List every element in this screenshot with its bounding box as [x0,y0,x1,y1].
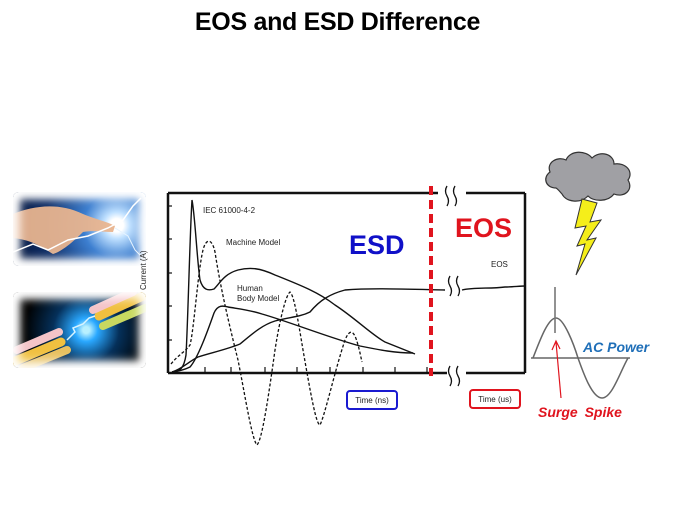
hbm-label-line2: Body Model [237,294,280,303]
hbm-label-line1: Human [237,284,263,293]
finger-spark-photo [13,192,146,266]
time-us-label: Time (us) [469,389,521,409]
iec-curve [171,199,416,373]
eos-heading: EOS [455,213,513,243]
cable-spark-photo [13,292,146,368]
machine-model-label: Machine Model [226,238,281,247]
cable-icon [13,292,146,368]
finger-icon [13,197,144,259]
time-ns-label: Time (ns) [346,390,398,410]
page-title: EOS and ESD Difference [194,8,481,36]
machine-model-curve [170,240,363,446]
hbm-curve [171,305,414,373]
eos-curve-label: EOS [491,260,508,269]
storm-cloud-icon [545,151,631,202]
ac-power-waveform [531,317,630,399]
axis-break-marks [444,185,461,387]
surge-arrow-icon [551,339,562,399]
lightning-bolt-icon [574,198,603,276]
ac-power-label: AC Power [583,339,650,355]
esd-heading: ESD [349,230,405,260]
iec-curve-label: IEC 61000-4-2 [203,206,256,215]
eos-curve [171,288,446,373]
surge-spike-label: Surge Spike [538,404,622,420]
